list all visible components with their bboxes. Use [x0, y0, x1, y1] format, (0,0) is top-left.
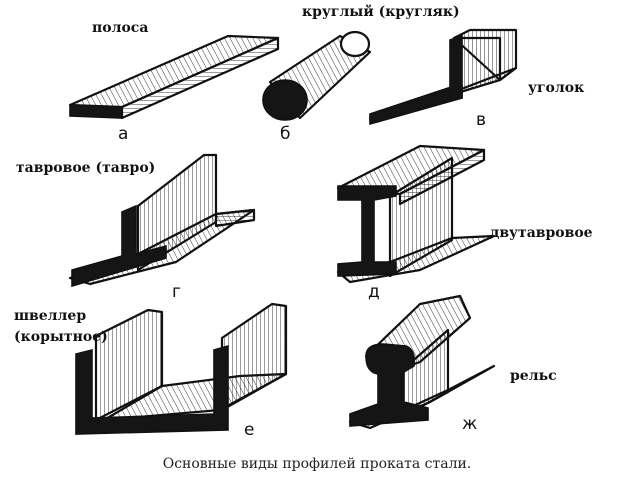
letter-b: б: [280, 124, 291, 144]
label-rail: рельс: [510, 368, 557, 384]
label-channel: швеллер (корытное): [14, 308, 108, 345]
round-bar-profile: [262, 30, 372, 121]
label-round-bar: круглый (кругляк): [302, 4, 460, 20]
letter-d: д: [368, 282, 380, 302]
letter-g: г: [172, 282, 181, 302]
label-i-beam: двутавровое: [490, 225, 593, 241]
letter-e: е: [244, 420, 255, 440]
label-strip: полоса: [92, 20, 149, 36]
label-tee: тавровое (тавро): [16, 160, 156, 176]
channel-profile: [75, 302, 288, 435]
angle-profile: [368, 28, 518, 126]
figure-caption: Основные виды профилей проката стали.: [162, 456, 472, 472]
i-beam-profile: [336, 144, 496, 284]
letter-v: в: [476, 110, 487, 130]
strip-profile: [68, 34, 280, 120]
letter-a: а: [118, 124, 129, 144]
letter-zh: ж: [462, 414, 478, 434]
rail-profile: [348, 294, 496, 430]
tee-profile: [68, 153, 256, 288]
label-angle: уголок: [528, 80, 585, 96]
